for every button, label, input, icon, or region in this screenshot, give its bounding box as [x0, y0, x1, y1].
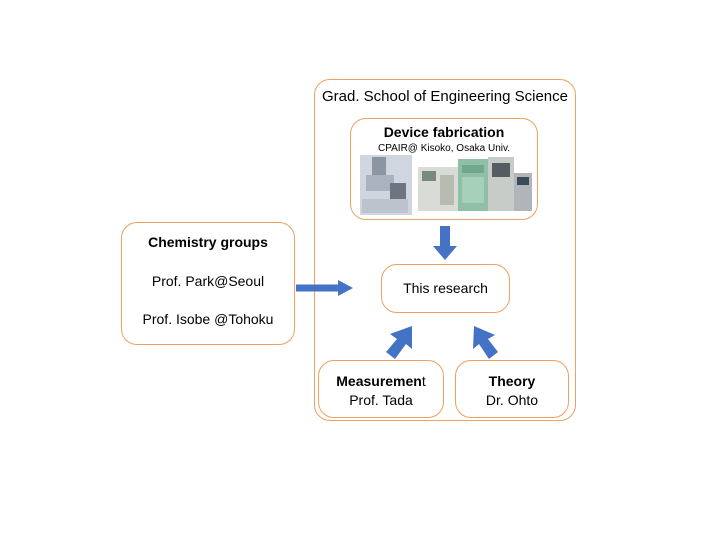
measurement-title-bold: Measuremen	[336, 373, 422, 389]
arrow-right-icon	[296, 280, 353, 296]
chemistry-member: Prof. Park@Seoul	[151, 273, 265, 289]
device-fabrication-title: Device fabrication	[383, 124, 505, 140]
theory-box: Theory Dr. Ohto	[455, 360, 569, 418]
measurement-person: Prof. Tada	[349, 392, 413, 408]
measurement-box: Measurement Prof. Tada	[318, 360, 444, 418]
lab-equipment-photos	[360, 155, 532, 215]
measurement-title: Measurement	[319, 373, 443, 389]
arrow-up-left-icon	[473, 326, 498, 359]
chemistry-groups-box: Chemistry groups Prof. Park@Seoul Prof. …	[121, 222, 295, 345]
group-title: Grad. School of Engineering Science	[322, 88, 568, 105]
measurement-title-rest: t	[421, 373, 426, 389]
chemistry-groups-title: Chemistry groups	[148, 234, 268, 250]
chemistry-member: Prof. Isobe @Tohoku	[142, 311, 274, 327]
theory-person: Dr. Ohto	[485, 392, 539, 408]
this-research-label: This research	[403, 280, 488, 296]
device-fabrication-subtitle: CPAIR@ Kisoko, Osaka Univ.	[377, 143, 511, 154]
theory-title: Theory	[488, 373, 536, 389]
arrow-down-icon	[433, 226, 457, 260]
this-research-box: This research	[381, 264, 510, 313]
arrow-up-right-icon	[386, 326, 412, 359]
